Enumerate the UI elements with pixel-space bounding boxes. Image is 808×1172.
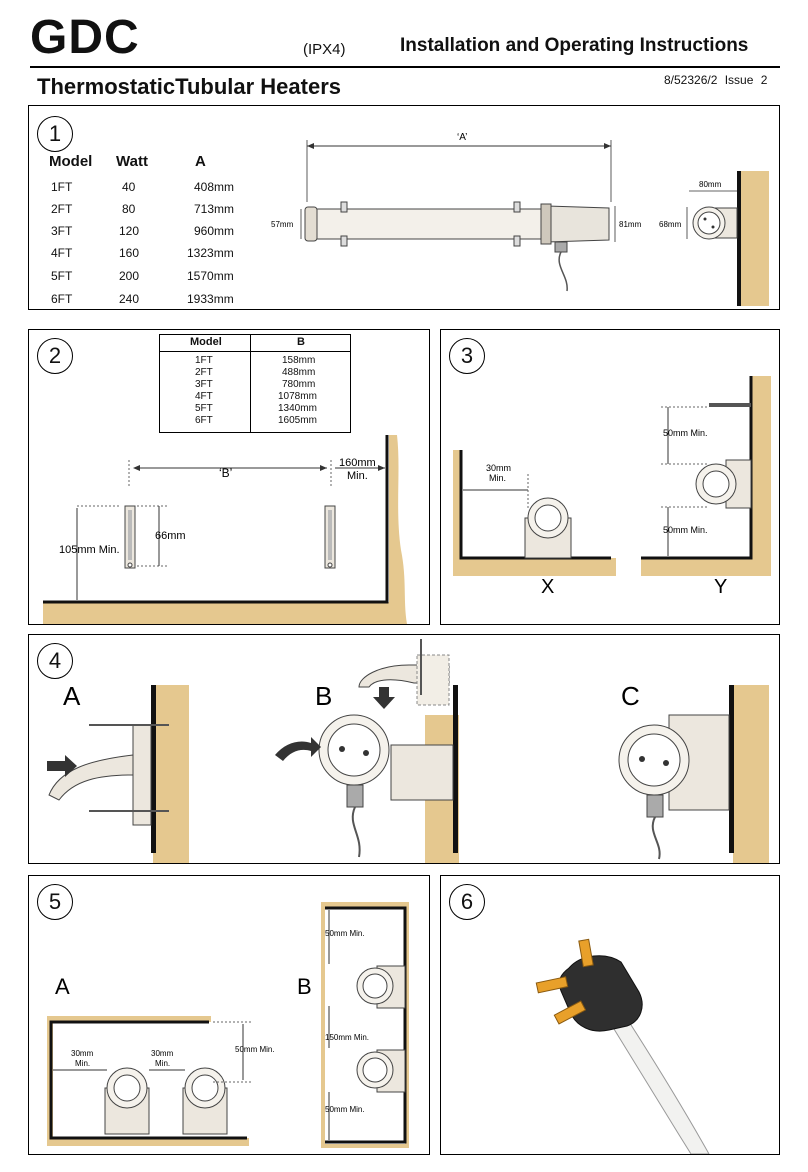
table-cell-a: 1933mm <box>187 292 234 306</box>
dim-50-side-label: 50mm Min. <box>235 1045 275 1054</box>
step-6-panel: 6 <box>440 875 780 1155</box>
dim-50-top-label: 50mm Min. <box>663 428 708 438</box>
table-cell-b: 158mm <box>282 355 316 366</box>
dim-30-2-min-label: Min. <box>155 1059 170 1068</box>
dim-a-label: ‘A’ <box>457 132 467 143</box>
dim-30-2-label: 30mm <box>151 1049 174 1058</box>
table-cell-model: 5FT <box>51 269 73 283</box>
dim-50-bottom-label: 50mm Min. <box>325 1105 365 1114</box>
step-3-panel: 3 30mm Min. X 50mm Min. 50mm Min. Y <box>440 329 780 625</box>
multiple-heater-clearance-diagram: A 30mm Min. 30mm Min. 50mm Min. B 50 <box>47 902 409 1148</box>
dim-80-label: 80mm <box>699 180 722 189</box>
table-cell-model: 5FT <box>195 403 213 414</box>
product-title: ThermostaticTubular Heaters <box>37 74 342 99</box>
table-cell-b: 780mm <box>282 379 316 390</box>
document-title: Installation and Operating Instructions <box>400 35 749 56</box>
step-4-number: 4 <box>37 643 73 679</box>
table-cell-a: 1323mm <box>187 246 234 260</box>
table-cell-model: 2FT <box>51 202 73 216</box>
table-header-model: Model <box>190 336 222 348</box>
bracket-position-diagram: ‘B’ 160mm Min. 66mm 105mm Min. <box>43 435 407 624</box>
step-3-number: 3 <box>449 338 485 374</box>
table-header-a: A <box>195 153 206 170</box>
dim-150-label: 150mm Min. <box>325 1033 369 1042</box>
table-cell-watt: 160 <box>119 246 140 260</box>
step-4-panel: 4 A B C <box>28 634 780 864</box>
table-cell-a: 713mm <box>194 202 235 216</box>
table-cell-a: 960mm <box>194 224 235 238</box>
label-c: C <box>621 681 640 711</box>
clearance-diagram: 30mm Min. X 50mm Min. 50mm Min. Y <box>453 376 771 598</box>
dim-30-label: 30mm <box>486 463 511 473</box>
table-cell-watt: 40 <box>122 180 136 194</box>
table-cell-b: 1605mm <box>278 415 317 426</box>
dim-b-label: ‘B’ <box>219 466 232 480</box>
table-cell-a: 408mm <box>194 180 235 194</box>
dim-68-label: 68mm <box>659 220 682 229</box>
table-cell-model: 6FT <box>51 292 73 306</box>
dim-57-label: 57mm <box>271 220 294 229</box>
table-header-b: B <box>297 336 305 348</box>
heater-dimension-diagram: ‘A’ 57mm 81mm 80mm 68mm <box>271 132 769 306</box>
table-cell-watt: 200 <box>119 269 140 283</box>
dim-30-1-min-label: Min. <box>75 1059 90 1068</box>
document-number: 8/52326/2 Issue 2 <box>664 73 768 87</box>
label-x: X <box>541 576 554 598</box>
table-cell-model: 3FT <box>51 224 73 238</box>
table-cell-model: 4FT <box>51 246 73 260</box>
ipx-rating: (IPX4) <box>303 41 346 58</box>
table-cell-model: 1FT <box>195 355 213 366</box>
table-cell-model: 2FT <box>195 367 213 378</box>
step-5-panel: 5 A 30mm Min. 30mm Min. 50mm Min. B <box>28 875 430 1155</box>
table-header-watt: Watt <box>116 153 148 170</box>
label-a: A <box>55 974 70 999</box>
table-cell-a: 1570mm <box>187 269 234 283</box>
dim-160-label: 160mm <box>339 457 376 469</box>
dim-50-top-label: 50mm Min. <box>325 929 365 938</box>
label-y: Y <box>714 576 727 598</box>
plug-icon <box>535 938 710 1154</box>
table-cell-model: 3FT <box>195 379 213 390</box>
step-1-number: 1 <box>37 116 73 152</box>
header-divider <box>30 66 780 68</box>
table-cell-model: 1FT <box>51 180 73 194</box>
step-2-panel: 2 Model B 1FT 158mm 2FT 488mm 3FT 780mm … <box>28 329 430 625</box>
table-cell-watt: 240 <box>119 292 140 306</box>
table-header-model: Model <box>49 153 93 170</box>
dim-50-bottom-label: 50mm Min. <box>663 525 708 535</box>
table-cell-watt: 80 <box>122 202 136 216</box>
table-cell-model: 4FT <box>195 391 213 402</box>
brand-logo: GDC <box>30 11 140 64</box>
table-cell-b: 1340mm <box>278 403 317 414</box>
dim-66-label: 66mm <box>155 530 186 542</box>
table-cell-watt: 120 <box>119 224 140 238</box>
dim-105-label: 105mm Min. <box>59 544 120 556</box>
step-1-panel: 1 Model Watt A 1FT 40 408mm 2FT 80 713mm… <box>28 105 780 310</box>
table-cell-model: 6FT <box>195 415 213 426</box>
mounting-steps-diagram: A B C <box>47 639 769 863</box>
bracket-spacing-table: Model B 1FT 158mm 2FT 488mm 3FT 780mm 4F… <box>159 334 351 433</box>
label-b: B <box>297 974 312 999</box>
dim-160-min-label: Min. <box>347 470 368 482</box>
step-5-number: 5 <box>37 884 73 920</box>
dim-30-min-label: Min. <box>489 473 506 483</box>
step-2-number: 2 <box>37 338 73 374</box>
table-cell-b: 1078mm <box>278 391 317 402</box>
label-b: B <box>315 681 332 711</box>
table-cell-b: 488mm <box>282 367 316 378</box>
label-a: A <box>63 681 81 711</box>
step-6-number: 6 <box>449 884 485 920</box>
dim-81-label: 81mm <box>619 220 642 229</box>
dim-30-1-label: 30mm <box>71 1049 94 1058</box>
